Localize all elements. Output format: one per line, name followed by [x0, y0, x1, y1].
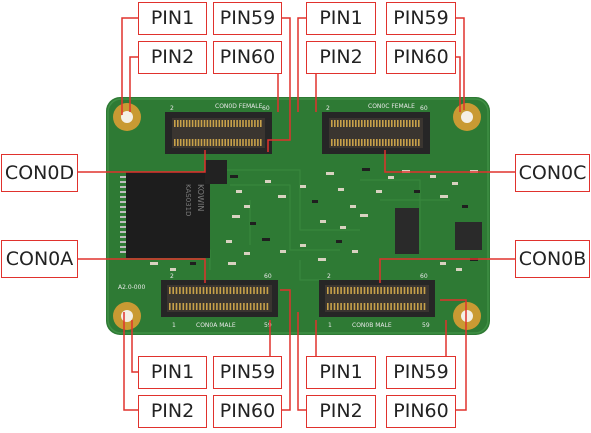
chip-brand-text: KOWIN: [196, 184, 205, 211]
small-chip: [205, 160, 227, 184]
silk-pin2-d: 2: [170, 105, 174, 112]
label-pin59-top-left: PIN59: [213, 2, 282, 35]
silk-revision: A2.0-000: [118, 284, 145, 291]
label-pin1-bottom-left: PIN1: [138, 356, 207, 389]
label-pin59-top-right: PIN59: [386, 2, 456, 35]
silk-con0b-male: CON0B MALE: [352, 322, 392, 329]
label-pin60-top-right: PIN60: [386, 41, 456, 74]
flash-chip: [126, 172, 210, 258]
silk-pin2-b: 2: [327, 273, 331, 280]
label-pin59-bottom-left: PIN59: [213, 356, 282, 389]
chip-part-text: KAS031D: [184, 184, 192, 216]
label-con0c: CON0C: [515, 154, 590, 192]
silk-pin60-c: 60: [420, 105, 428, 112]
leader-lines: [78, 17, 515, 411]
label-pin60-bottom-left: PIN60: [213, 395, 282, 428]
label-pin2-bottom-right: PIN2: [306, 395, 376, 428]
silk-pin1-b: 1: [328, 322, 332, 329]
connector-con0b: [319, 280, 435, 317]
label-pin59-bottom-right: PIN59: [386, 356, 456, 389]
ic-chip: [395, 208, 419, 254]
label-pin1-top-right: PIN1: [306, 2, 376, 35]
label-pin60-top-left: PIN60: [213, 41, 282, 74]
label-con0a: CON0A: [1, 240, 78, 278]
silk-pin1-a: 1: [172, 322, 176, 329]
label-pin2-top-right: PIN2: [306, 41, 376, 74]
connector-con0a: [161, 280, 278, 317]
label-pin1-bottom-right: PIN1: [306, 356, 376, 389]
label-con0d: CON0D: [1, 154, 78, 192]
pcb-board: [106, 97, 490, 335]
silk-pin60-d: 60: [262, 105, 270, 112]
silk-pin60-b: 60: [420, 273, 428, 280]
connector-con0d: [165, 112, 272, 154]
label-pin2-bottom-left: PIN2: [138, 395, 207, 428]
silk-pin60-a: 60: [264, 273, 272, 280]
label-pin60-bottom-right: PIN60: [386, 395, 456, 428]
label-con0b: CON0B: [515, 240, 590, 278]
silk-pin59-b: 59: [422, 322, 430, 329]
regulator-chip: [455, 222, 482, 250]
silk-con0a-male: CON0A MALE: [196, 322, 236, 329]
silk-pin59-a: 59: [264, 322, 272, 329]
connector-con0c: [322, 112, 430, 154]
silk-pin2-c: 2: [326, 105, 330, 112]
silk-pin2-a: 2: [170, 273, 174, 280]
label-pin1-top-left: PIN1: [138, 2, 207, 35]
label-pin2-top-left: PIN2: [138, 41, 207, 74]
silk-con0d-female: CON0D FEMALE: [215, 103, 263, 110]
silk-con0c-female: CON0C FEMALE: [368, 103, 415, 110]
